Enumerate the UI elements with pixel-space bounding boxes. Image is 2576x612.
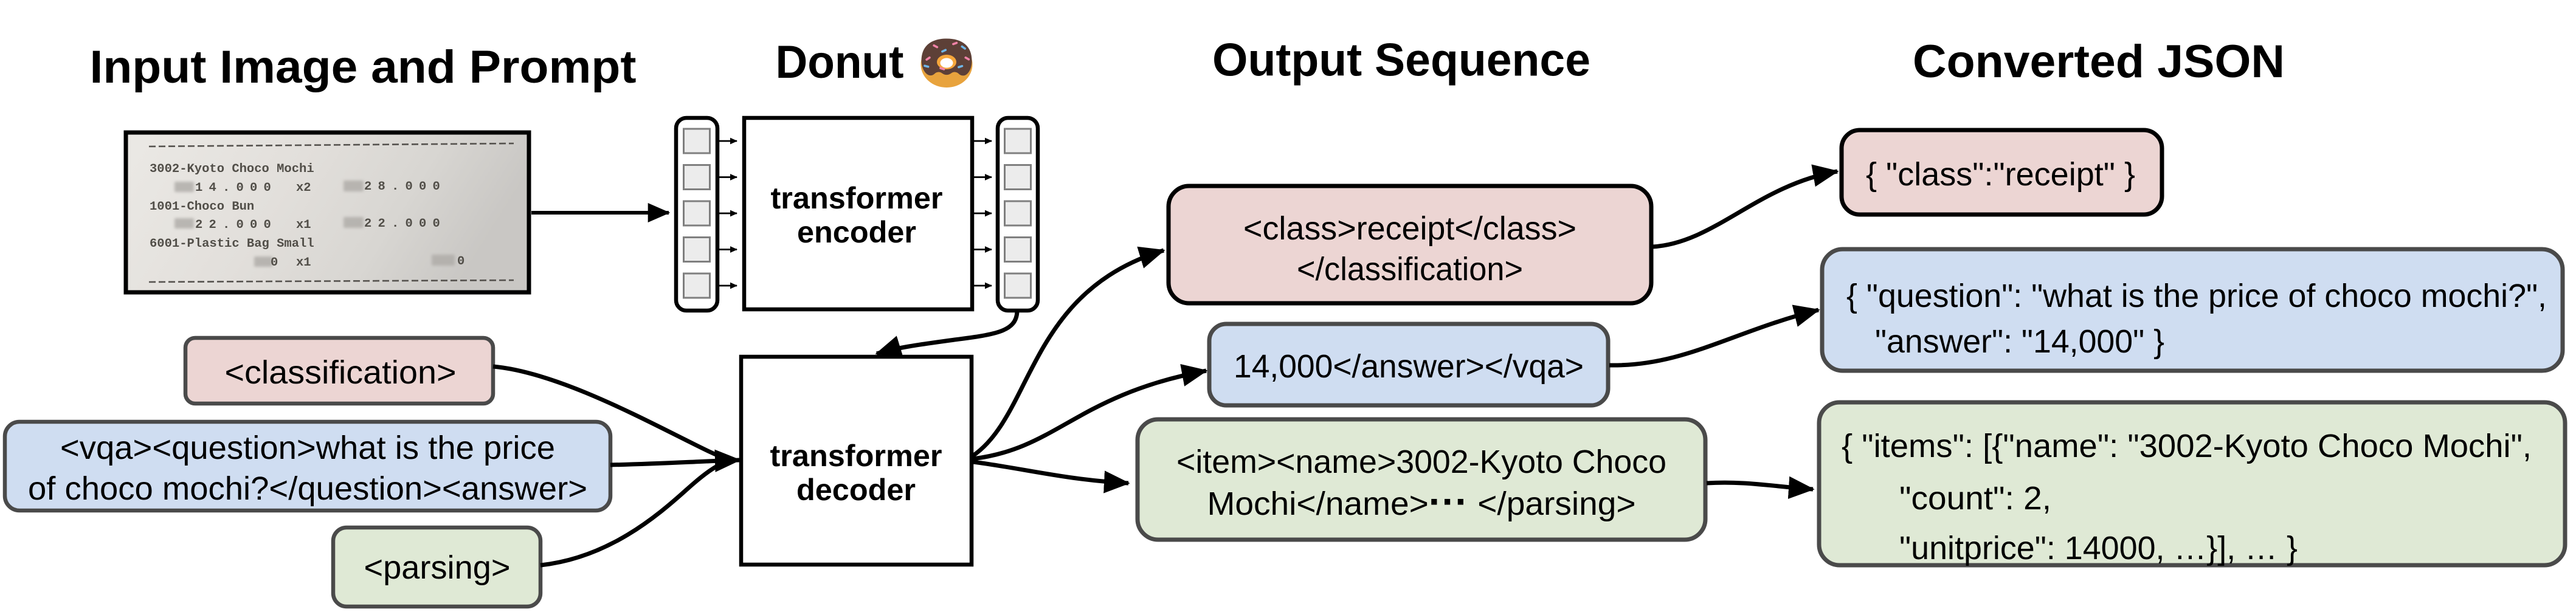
svg-text:Output Sequence: Output Sequence xyxy=(1212,35,1590,86)
svg-text:transformer: transformer xyxy=(771,181,943,215)
svg-text:{ "question": "what is the pri: { "question": "what is the price of choc… xyxy=(1846,278,2547,314)
svg-text:x1: x1 xyxy=(296,256,311,270)
svg-text:{ "items": [{"name": "3002-Kyo: { "items": [{"name": "3002-Kyoto Choco M… xyxy=(1842,428,2532,464)
svg-text:22.000: 22.000 xyxy=(195,218,277,232)
svg-text:22.000: 22.000 xyxy=(364,217,446,231)
svg-text:28.000: 28.000 xyxy=(364,180,446,194)
svg-text:14.000: 14.000 xyxy=(195,181,277,195)
svg-text:Input Image and Prompt: Input Image and Prompt xyxy=(90,41,637,93)
svg-text:0: 0 xyxy=(271,256,278,270)
svg-text:Converted JSON: Converted JSON xyxy=(1913,36,2285,88)
svg-text:"unitprice": 14000, …}], … }: "unitprice": 14000, …}], … } xyxy=(1899,530,2298,566)
svg-text:14,000</answer></vqa>: 14,000</answer></vqa> xyxy=(1234,348,1584,385)
svg-text:x2: x2 xyxy=(296,181,311,195)
svg-text:of choco mochi?</question><ans: of choco mochi?</question><answer> xyxy=(28,470,587,507)
svg-text:<parsing>: <parsing> xyxy=(364,549,511,586)
svg-text:<vqa><question>what is the pri: <vqa><question>what is the price xyxy=(60,430,555,466)
svg-text:0: 0 xyxy=(457,255,464,269)
svg-text:<class>receipt</class>: <class>receipt</class> xyxy=(1243,210,1576,247)
svg-text:"answer": "14,000" }: "answer": "14,000" } xyxy=(1875,323,2164,360)
svg-text:<item><name>3002-Kyoto Choco: <item><name>3002-Kyoto Choco xyxy=(1176,444,1666,480)
svg-text:6001-Plastic Bag Small: 6001-Plastic Bag Small xyxy=(150,237,314,251)
svg-text:x1: x1 xyxy=(296,218,311,232)
svg-text:"count": 2,: "count": 2, xyxy=(1899,480,2051,517)
svg-text:<classification>: <classification> xyxy=(225,354,457,391)
svg-text:encoder: encoder xyxy=(797,215,916,249)
svg-text:transformer: transformer xyxy=(770,438,942,473)
svg-text:Mochi</name>··· </parsing>: Mochi</name>··· </parsing> xyxy=(1207,480,1636,523)
svg-text:{ "class":"receipt" }: { "class":"receipt" } xyxy=(1866,156,2135,193)
svg-text:</classification>: </classification> xyxy=(1297,251,1523,287)
svg-text:Donut: Donut xyxy=(776,36,904,88)
svg-text:decoder: decoder xyxy=(796,472,916,507)
svg-text:3002-Kyoto Choco Mochi: 3002-Kyoto Choco Mochi xyxy=(150,162,314,176)
svg-text:1001-Choco Bun: 1001-Choco Bun xyxy=(150,200,254,214)
